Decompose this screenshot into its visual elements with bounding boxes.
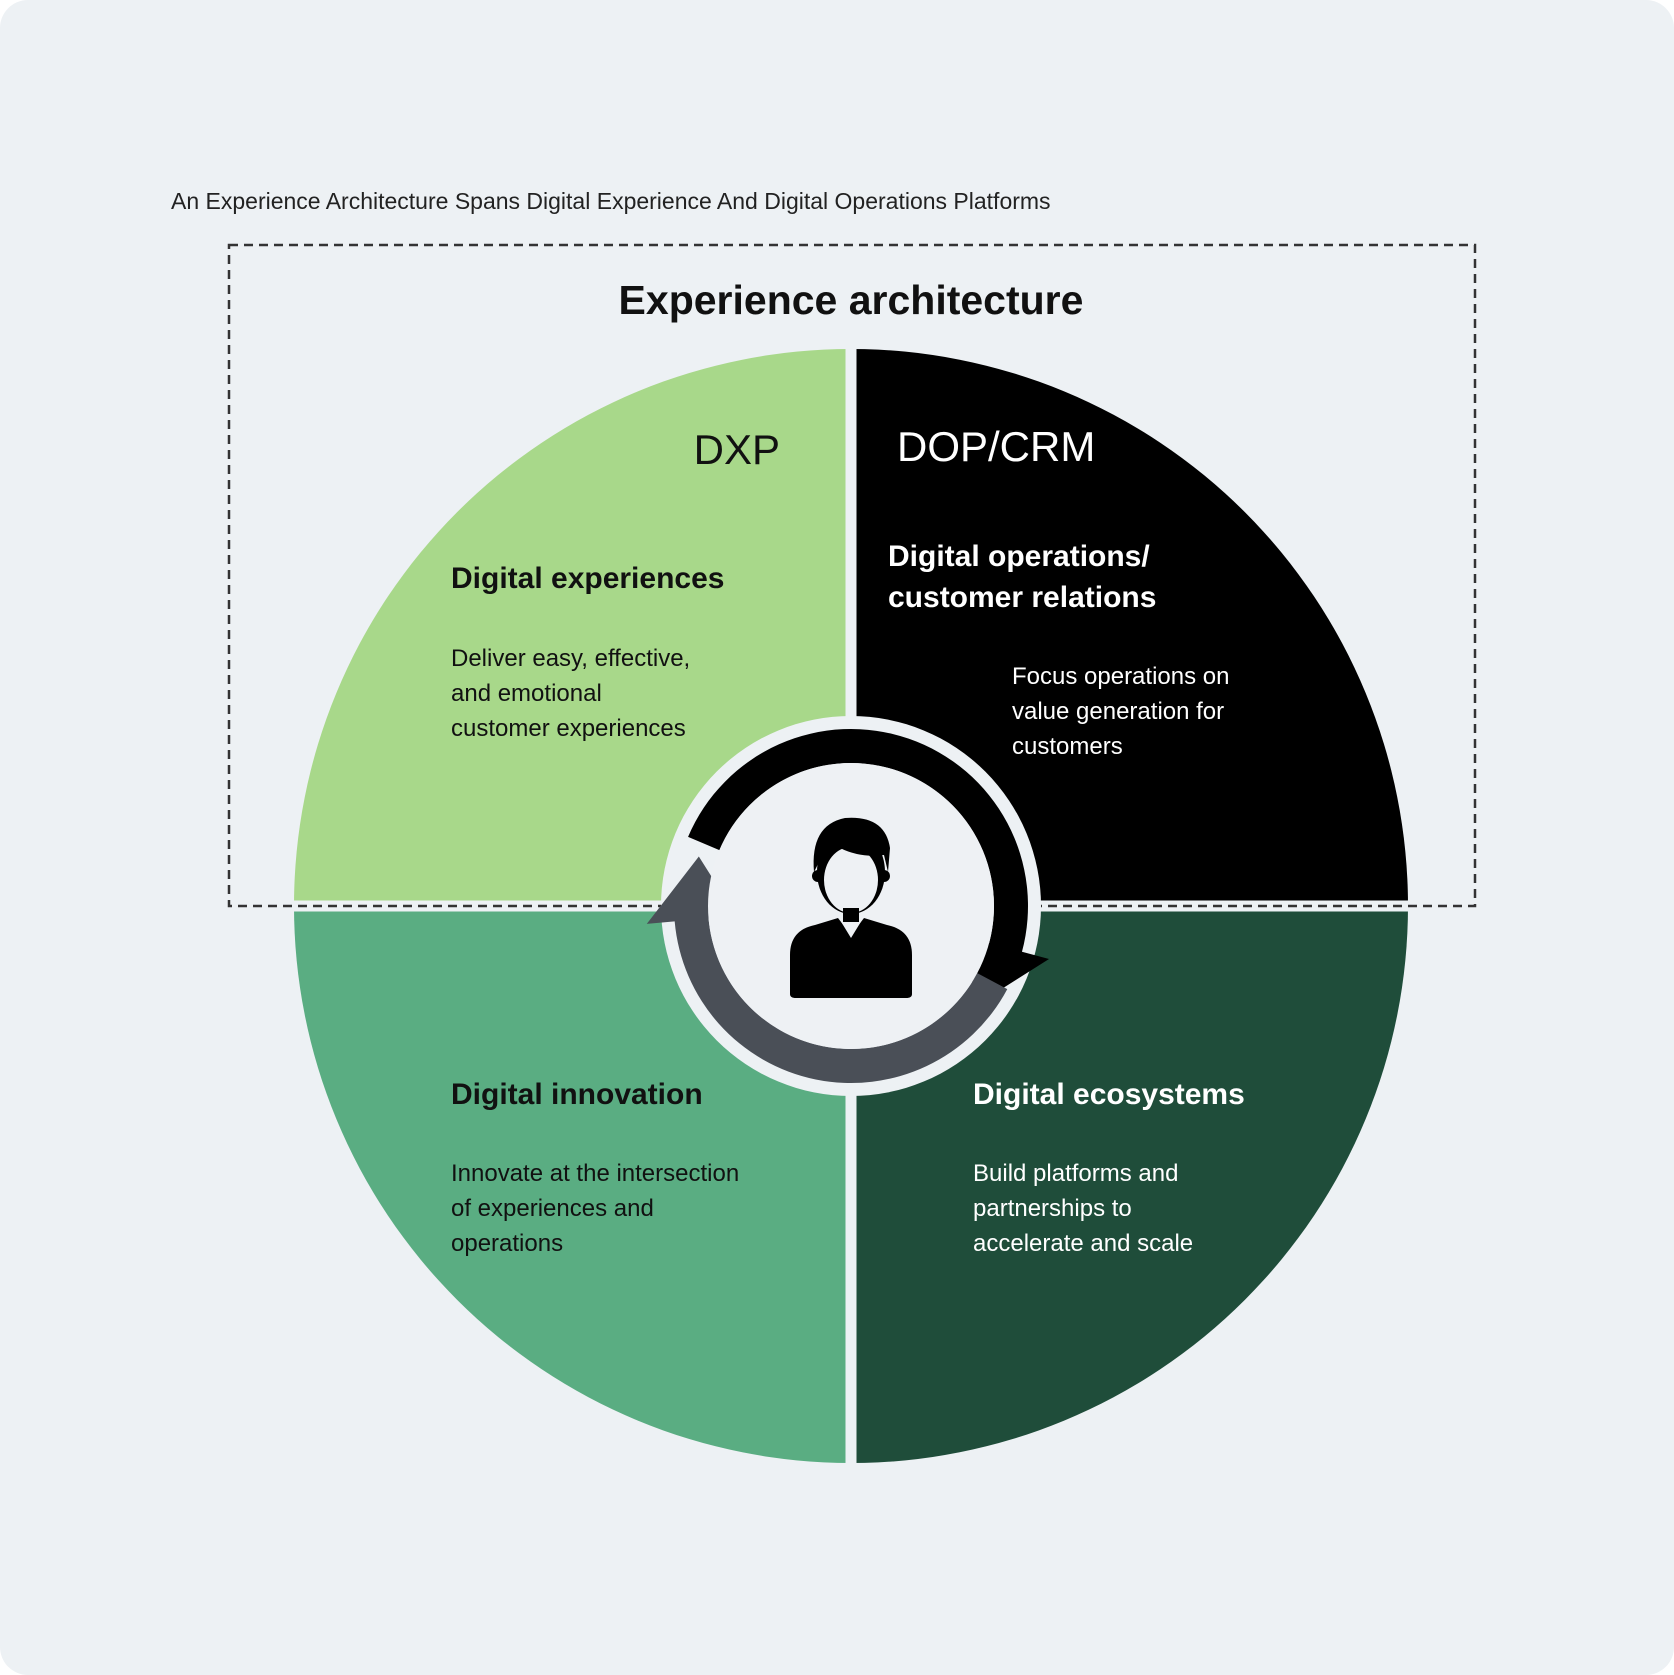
experience-architecture-boundary — [227, 243, 1477, 908]
dop-title: Digital operations/ customer relations — [888, 540, 1158, 614]
innovation-title: Digital innovation — [451, 1078, 703, 1111]
quadrant-dxp — [294, 349, 851, 906]
ecosystems-title: Digital ecosystems — [973, 1078, 1245, 1111]
dxp-body: Deliver easy, effective, and emotional c… — [451, 645, 697, 742]
customer-person-icon — [790, 817, 912, 998]
dop-body: Focus operations on value generation for… — [1012, 663, 1236, 760]
quadrant-wheel — [285, 340, 1417, 1472]
dxp-title: Digital experiences — [451, 562, 724, 595]
cycle-arrow-top — [688, 728, 1050, 1005]
quadrant-ecosystems — [851, 906, 1408, 1463]
figure-title: An Experience Architecture Spans Digital… — [171, 188, 1051, 214]
diagram-heading: Experience architecture — [619, 277, 1084, 323]
dop-crm-label: DOP/CRM — [897, 423, 1095, 470]
innovation-body: Innovate at the intersection of experien… — [451, 1160, 746, 1257]
quadrant-dop-crm — [851, 349, 1408, 906]
dxp-label: DXP — [694, 426, 780, 473]
ecosystems-body: Build platforms and partnerships to acce… — [973, 1160, 1193, 1257]
cycle-arrow-bottom — [646, 856, 1008, 1084]
quadrant-innovation — [294, 906, 851, 1463]
cycle-arrows — [646, 728, 1050, 1084]
